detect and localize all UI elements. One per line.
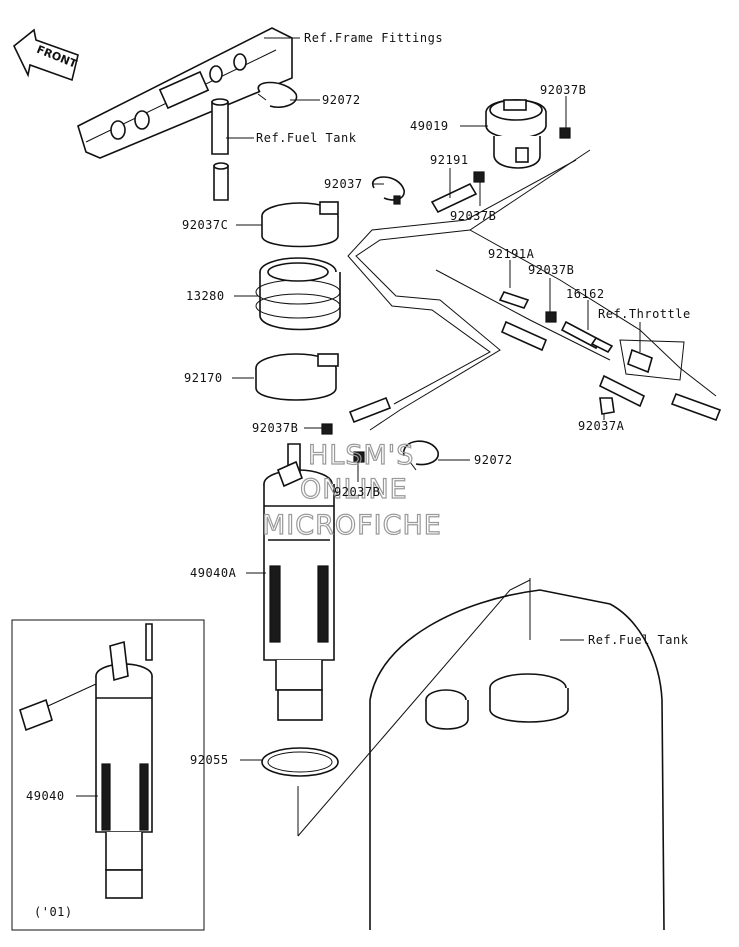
label-ref-throttle: Ref.Throttle <box>598 307 691 321</box>
watermark-line-1: HLSM'S <box>308 440 414 471</box>
clip-92037b-right <box>545 311 557 323</box>
leader-lines <box>76 37 641 836</box>
fitting-16162 <box>560 320 614 354</box>
label-92037b-center: 92037B <box>334 485 380 499</box>
hose-92191a <box>498 291 530 309</box>
vent-hose-upper <box>211 98 229 201</box>
throttle-connector <box>619 339 685 381</box>
clamp-92072-low <box>403 440 439 471</box>
clamp-92072-top <box>257 81 298 109</box>
part-labels: Ref.Frame Fittings 92072 Ref.Fuel Tank 9… <box>26 31 691 919</box>
clamp-92170 <box>255 353 339 401</box>
clip-92037b-mid <box>473 171 485 183</box>
frame-fittings-plate <box>77 27 293 159</box>
grommet-13280 <box>255 257 341 331</box>
oring-92055 <box>261 747 339 777</box>
label-92037b-right: 92037B <box>528 263 574 277</box>
hose-segment-left <box>348 396 392 424</box>
label-92055: 92055 <box>190 753 229 767</box>
inset-box-49040 <box>11 619 205 931</box>
label-92191: 92191 <box>430 153 469 167</box>
label-92037: 92037 <box>324 177 363 191</box>
label-13280: 13280 <box>186 289 225 303</box>
clip-92037b-top <box>559 127 571 139</box>
label-92037b-left: 92037B <box>252 421 298 435</box>
label-92037a: 92037A <box>578 419 625 433</box>
fuel-pump-49040a <box>263 443 335 721</box>
label-92170: 92170 <box>184 371 223 385</box>
label-49040a: 49040A <box>190 566 237 580</box>
front-arrow-icon: FRONT <box>13 28 79 82</box>
watermark: HLSM'S ONLINE MICROFICHE <box>261 439 442 541</box>
label-ref-fuel-tank-top: Ref.Fuel Tank <box>256 131 357 145</box>
label-92037b-top: 92037B <box>540 83 586 97</box>
label-92191a: 92191A <box>488 247 535 261</box>
label-92037b-mid: 92037B <box>450 209 496 223</box>
clamp-92037a <box>599 397 615 415</box>
fuel-filter-49019 <box>485 99 547 169</box>
fuel-tank <box>297 578 665 931</box>
label-49040: 49040 <box>26 789 65 803</box>
label-92072-top: 92072 <box>322 93 361 107</box>
label-92037c: 92037C <box>182 218 228 232</box>
clip-92037b-center <box>353 451 365 463</box>
clamp-92037c <box>261 201 339 248</box>
label-year-note: ('01) <box>34 905 73 919</box>
label-ref-fuel-tank-bottom: Ref.Fuel Tank <box>588 633 689 647</box>
hose-segment-right <box>598 374 646 408</box>
label-92072-low: 92072 <box>474 453 513 467</box>
clamp-92037 <box>371 176 405 205</box>
hose-92191 <box>430 182 478 214</box>
hose-segment-throttle <box>670 392 722 422</box>
label-16162: 16162 <box>566 287 605 301</box>
label-ref-frame-fittings: Ref.Frame Fittings <box>304 31 443 45</box>
hose-segment-mid <box>500 320 548 352</box>
label-49019: 49019 <box>410 119 449 133</box>
clip-92037b-left <box>321 423 333 435</box>
watermark-line-2: ONLINE <box>300 474 408 505</box>
watermark-line-3: MICROFICHE <box>262 510 442 541</box>
